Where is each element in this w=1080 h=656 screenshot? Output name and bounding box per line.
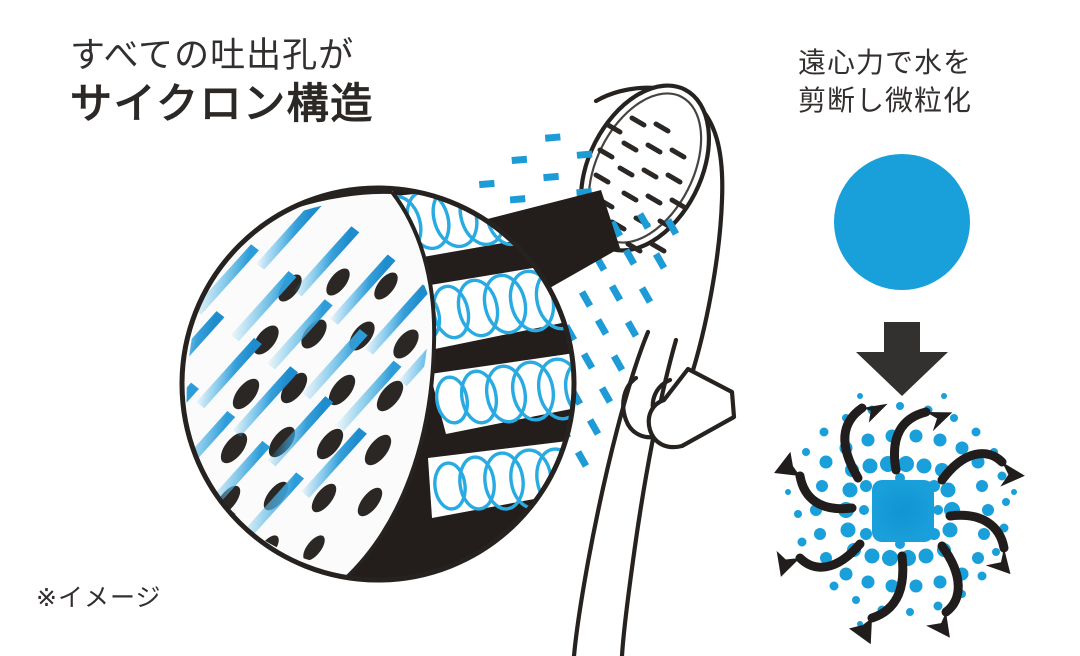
shower-head-group	[571, 83, 737, 656]
right-caption-line-1: 遠心力で水を	[798, 47, 973, 78]
nozzle-holes	[593, 115, 687, 254]
right-caption-line-2: 剪断し微粒化	[798, 84, 973, 116]
shower-handle-right-edge	[619, 337, 679, 656]
water-droplet-circle	[834, 154, 970, 290]
shower-trigger-lever	[646, 366, 737, 450]
headline-line-2: サイクロン構造	[70, 80, 374, 127]
image-disclaimer-note: ※イメージ	[36, 584, 162, 612]
atomized-mist-cluster	[774, 393, 1025, 645]
magnified-circle-outline	[179, 185, 577, 583]
mist-swirl-arrowheads	[774, 403, 1025, 645]
shower-handle-collar	[621, 375, 661, 440]
right-caption: 遠心力で水を 剪断し微粒化	[798, 44, 972, 120]
transformation-arrow-down	[856, 322, 948, 396]
plate-front-face	[182, 191, 435, 580]
shower-handle-left-edge	[571, 329, 651, 656]
cyclone-coil-band-3	[430, 352, 574, 434]
mist-halftone-dots	[785, 393, 1017, 627]
mist-swirl-arrows	[795, 403, 1009, 623]
headline: すべての吐出孔が サイクロン構造	[70, 38, 374, 125]
headline-line-1: すべての吐出孔が	[70, 36, 355, 75]
plate-face-right-edge	[342, 190, 437, 580]
